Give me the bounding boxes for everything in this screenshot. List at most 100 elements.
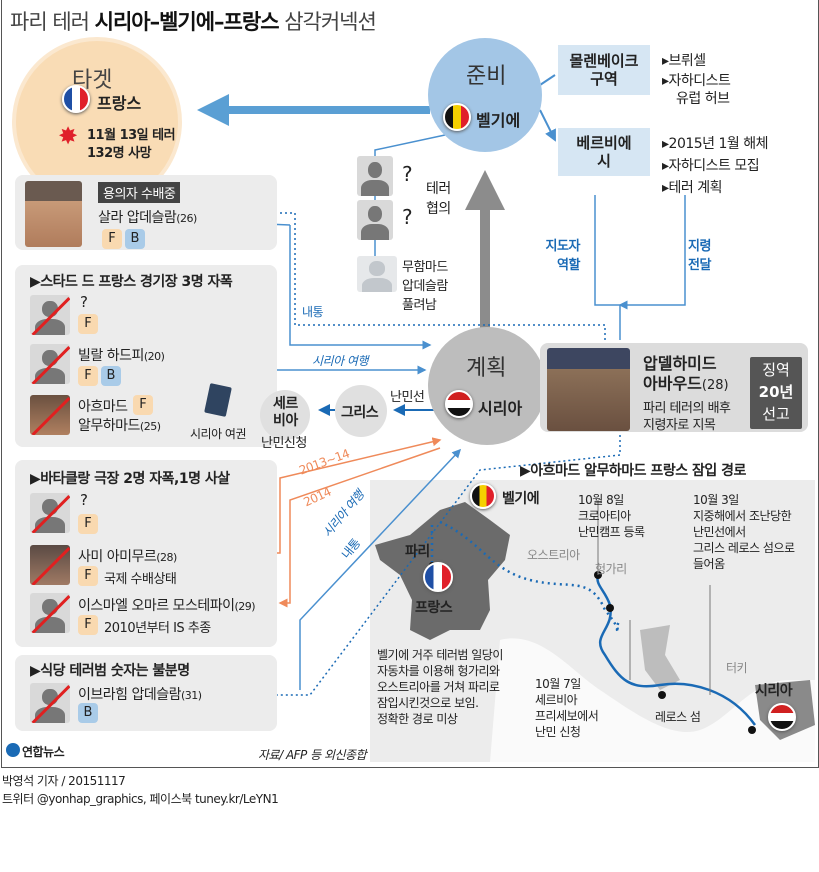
map-turkey: 터키 bbox=[726, 661, 748, 675]
belgium-flag-icon bbox=[470, 483, 496, 509]
map-syria: 시리아 bbox=[755, 683, 793, 699]
passport-label: 시리아 여권 bbox=[190, 427, 247, 441]
bomber-photo bbox=[30, 344, 70, 384]
member-name: 아흐마드 bbox=[78, 399, 128, 415]
bomber-photo bbox=[30, 295, 70, 335]
prep-circle bbox=[428, 38, 542, 152]
stade-title: ▶스타드 드 프랑스 경기장 3명 자폭 bbox=[30, 274, 233, 290]
map-paris: 파리 bbox=[405, 544, 430, 560]
plan-circle bbox=[428, 327, 546, 445]
bomber-photo bbox=[30, 683, 70, 723]
belgium-tag: B bbox=[101, 366, 121, 386]
member-name: 빌랄 하드피(20) bbox=[78, 348, 165, 364]
abaaoud-name-2: 아바우드(28) bbox=[643, 374, 729, 393]
member-name: ? bbox=[80, 491, 88, 509]
map-france: 프랑스 bbox=[415, 600, 453, 616]
refugee-boat-label: 난민선 bbox=[390, 390, 425, 405]
abaaoud-desc-2: 지령자로 지목 bbox=[643, 418, 716, 433]
source-text: 자료/ AFP 등 외신종합 bbox=[258, 748, 367, 762]
plan-label: 계획 bbox=[466, 356, 507, 381]
map-lesbos: 레로스 섬 bbox=[655, 710, 701, 724]
france-flag-icon bbox=[62, 85, 90, 113]
wanted-badge: 용의자 수배중 bbox=[98, 182, 181, 203]
unknown-plotter-photo bbox=[357, 156, 393, 196]
attack-date: 11월 13일 테러 bbox=[87, 128, 176, 143]
explosion-icon: ✸ bbox=[58, 122, 79, 150]
bomber-photo bbox=[30, 545, 70, 585]
syria-flag-icon bbox=[768, 703, 796, 731]
greece-label: 그리스 bbox=[341, 405, 379, 421]
france-flag-icon bbox=[423, 562, 453, 592]
belgium-flag-icon bbox=[443, 103, 471, 131]
molenbeek-bullet: ▸자하디스트 bbox=[662, 73, 731, 89]
restaurant-title: ▶식당 테러범 숫자는 불분명 bbox=[30, 663, 190, 679]
belgium-tag: B bbox=[125, 229, 145, 249]
molenbeek-bullet: ▸브뤼셀 bbox=[662, 53, 706, 69]
france-tag: F bbox=[78, 366, 98, 386]
member-note: 2010년부터 IS 추종 bbox=[104, 621, 211, 636]
credit-line: 박영석 기자 / 20151117 bbox=[2, 774, 126, 788]
molenbeek-title-2: 구역 bbox=[590, 70, 618, 88]
route-map bbox=[370, 480, 815, 762]
map-hungary: 헝가리 bbox=[595, 562, 627, 576]
unknown-mark: ? bbox=[402, 162, 413, 186]
prep-country: 벨기에 bbox=[476, 111, 521, 130]
map-shapes bbox=[375, 500, 815, 762]
map-austria: 오스트리아 bbox=[527, 548, 580, 562]
bomber-photo bbox=[30, 493, 70, 533]
greece-shape bbox=[640, 625, 680, 690]
molenbeek-bullet-cont: 유럽 허브 bbox=[676, 91, 730, 107]
molenbeek-title: 몰렌베이크 bbox=[569, 52, 639, 70]
bomber-photo bbox=[30, 593, 70, 633]
verviers-title: 베르비에 bbox=[576, 134, 632, 152]
bataclan-title: ▶바타클랑 극장 2명 자폭,1명 사살 bbox=[30, 471, 230, 487]
france-tag: F bbox=[78, 314, 98, 334]
page-title: 파리 테러 시리아–벨기에–프랑스 삼각커넥션 bbox=[10, 10, 377, 34]
france-tag: F bbox=[78, 514, 98, 534]
france-tag: F bbox=[102, 229, 122, 249]
death-toll: 132명 사망 bbox=[87, 146, 152, 161]
yonhap-logo-text: 연합뉴스 bbox=[22, 745, 65, 759]
salah-photo bbox=[25, 181, 82, 247]
verviers-bullet: ▸자하디스트 모집 bbox=[662, 158, 760, 174]
verviers-bullet: ▸2015년 1월 해체 bbox=[662, 136, 769, 152]
salah-name: 살라 압데슬람(26) bbox=[98, 210, 197, 226]
syria-trip-label: 시리아 여행 bbox=[312, 354, 369, 368]
greece-circle bbox=[335, 385, 387, 437]
france-tag: F bbox=[78, 566, 98, 586]
abaaoud-photo bbox=[547, 348, 630, 431]
france-tag: F bbox=[133, 395, 153, 415]
prep-label: 준비 bbox=[466, 64, 507, 89]
route-dotted bbox=[430, 520, 622, 634]
serbia-circle bbox=[260, 390, 310, 440]
map-belgium: 벨기에 bbox=[502, 491, 540, 507]
syria-flag-icon bbox=[445, 390, 473, 418]
member-name-2: 알무하마드(25) bbox=[78, 418, 161, 434]
mohamed-abdeslam-photo bbox=[357, 256, 397, 292]
yonhap-logo bbox=[6, 743, 20, 757]
france-tag: F bbox=[78, 615, 98, 635]
plan-country: 시리아 bbox=[478, 399, 523, 418]
target-country: 프랑스 bbox=[97, 94, 142, 113]
serbia-note: 난민신청 bbox=[261, 436, 307, 451]
member-name: 이스마엘 오마르 모스테파이(29) bbox=[78, 598, 256, 614]
bomber-photo bbox=[30, 395, 70, 435]
map-title: ▶아흐마드 알무하마드 프랑스 잠입 경로 bbox=[520, 463, 746, 479]
route-line-main bbox=[596, 574, 757, 726]
collusion-label: 내통 bbox=[302, 305, 324, 319]
abaaoud-desc: 파리 테러의 배후 bbox=[643, 401, 731, 416]
member-name: ? bbox=[80, 293, 88, 311]
member-note: 국제 수배상태 bbox=[104, 572, 177, 587]
member-name: 이브라힘 압데슬람(31) bbox=[78, 687, 202, 703]
verviers-bullet: ▸테러 계획 bbox=[662, 180, 723, 196]
